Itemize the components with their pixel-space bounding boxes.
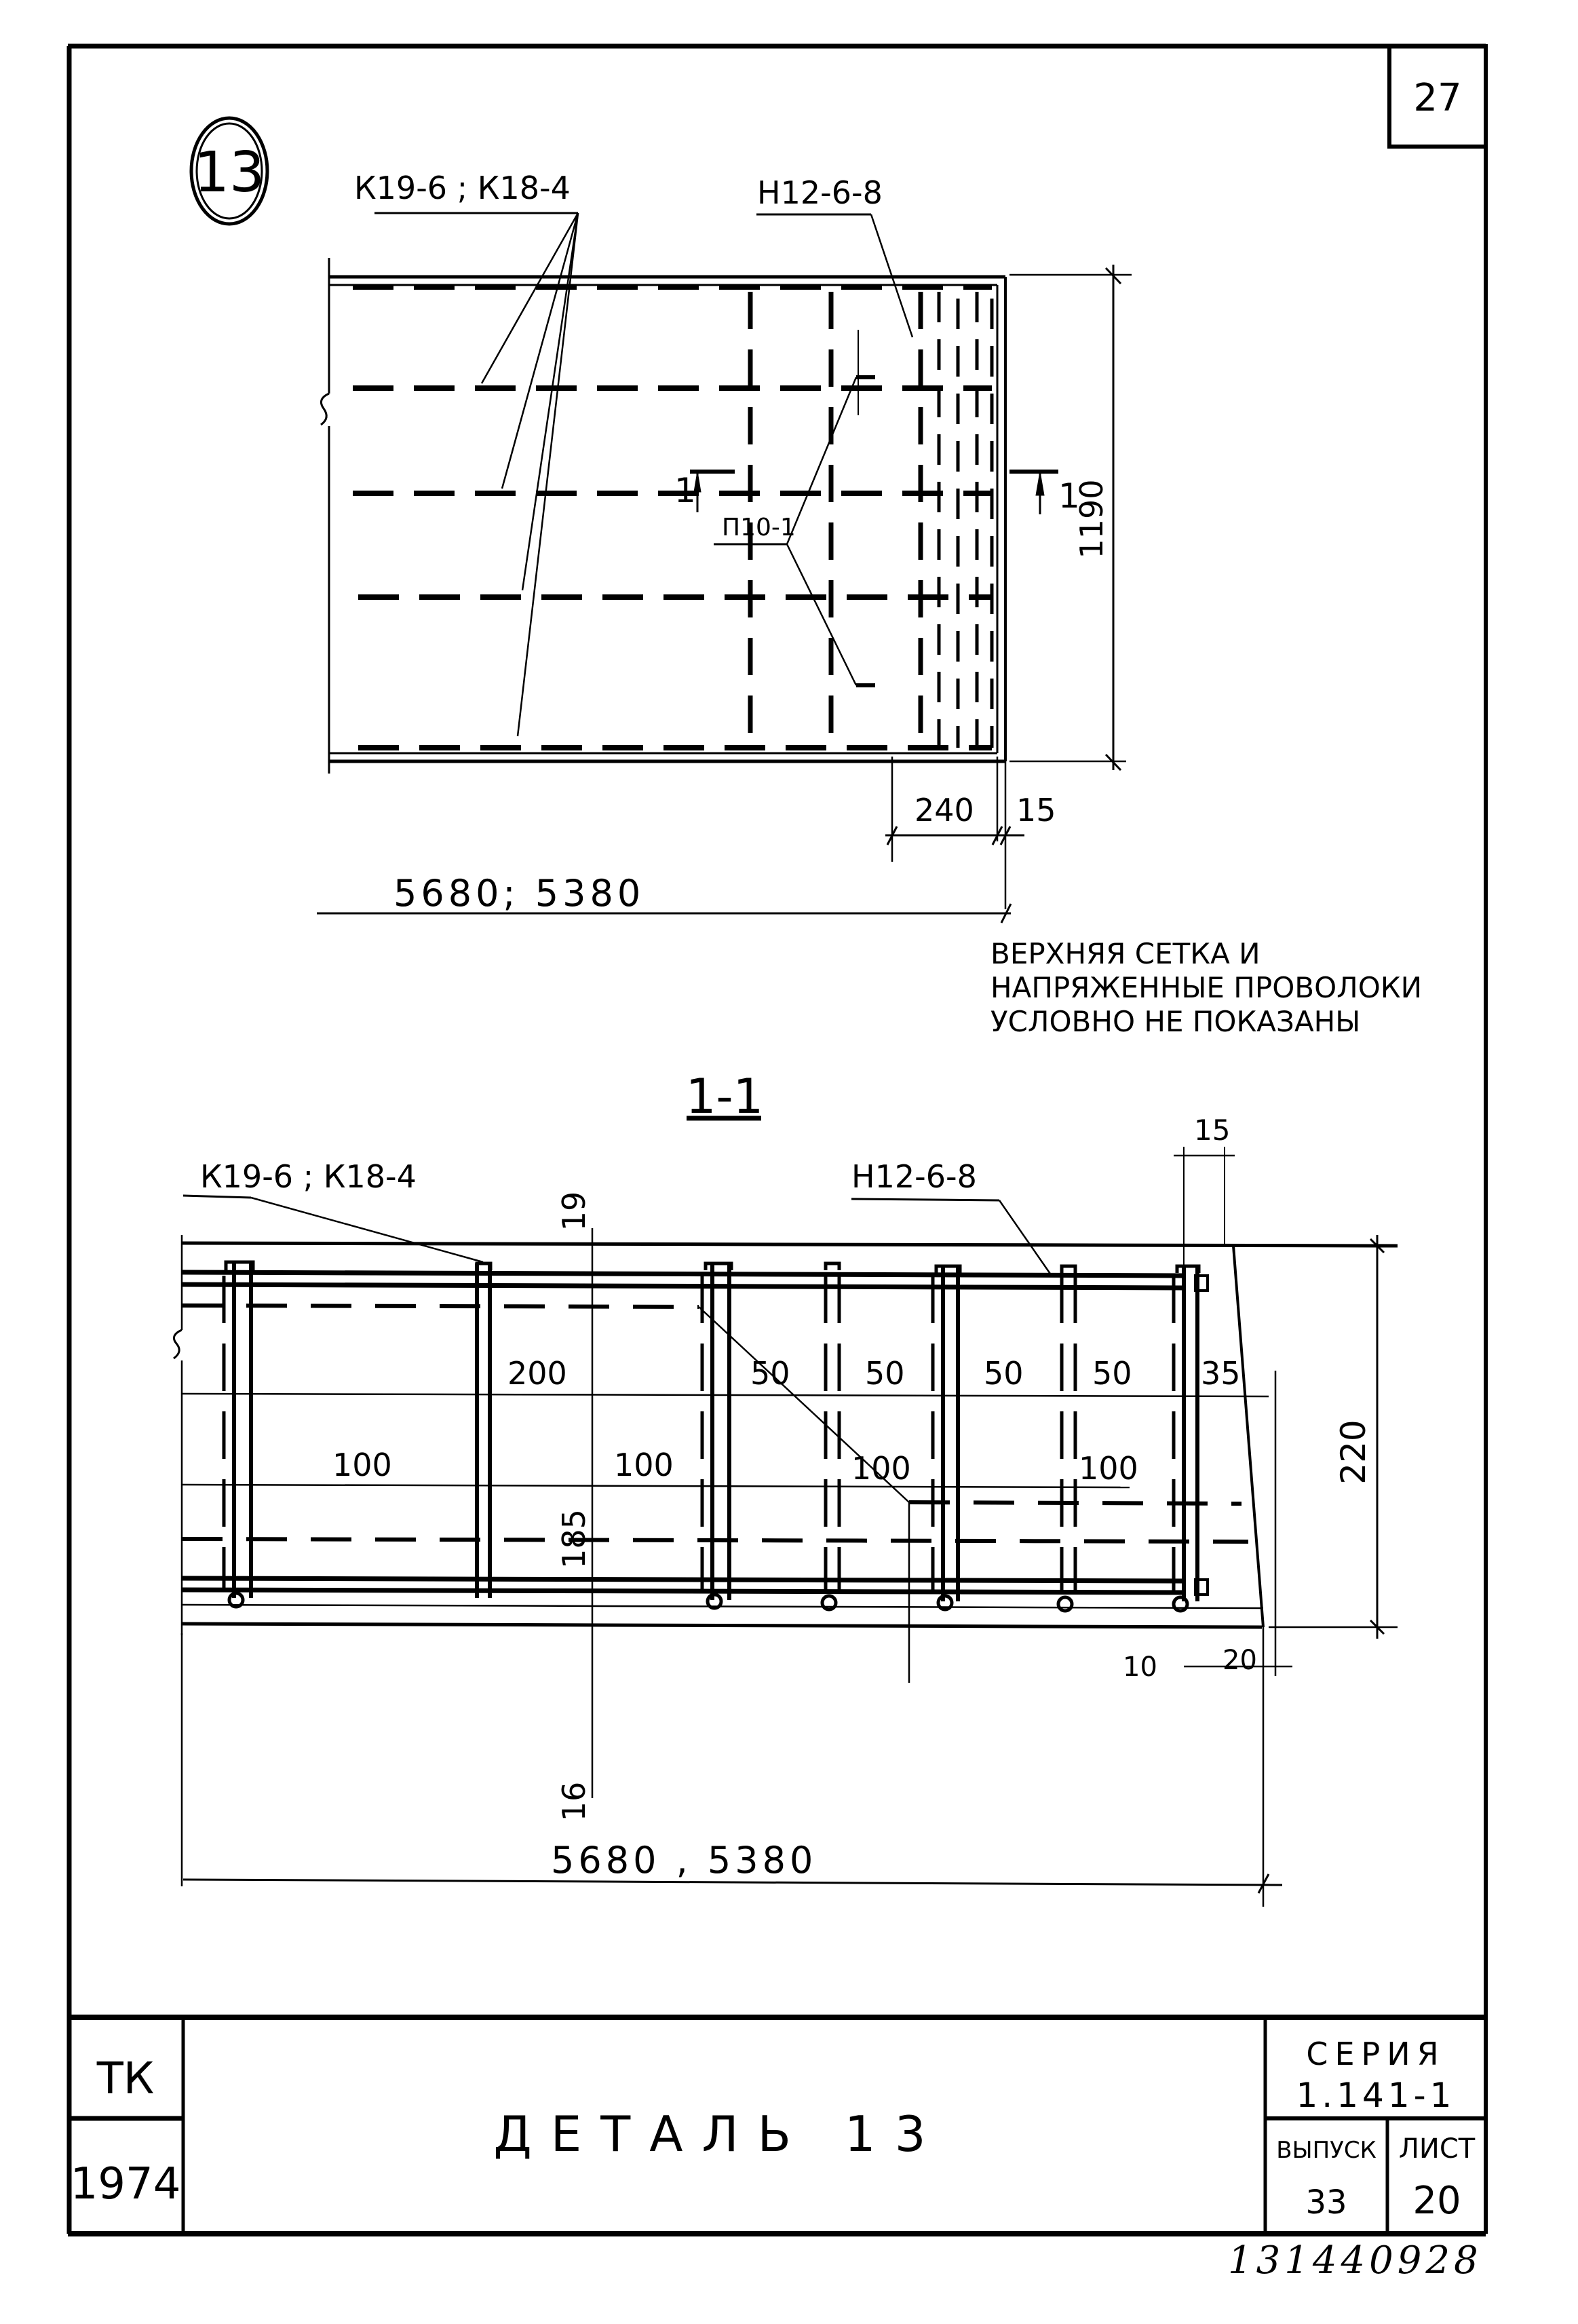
note-line-1: ВЕРХНЯЯ СЕТКА И: [990, 937, 1261, 970]
plan-label-p10: П10-1: [722, 514, 796, 541]
sheet-label: ЛИСТ: [1399, 2133, 1476, 2165]
drawing-title: ДЕТАЛЬ 13: [493, 2106, 944, 2163]
section-mark-right: 1: [1058, 476, 1080, 516]
note-line-3: УСЛОВНО НЕ ПОКАЗАНЫ: [990, 1005, 1360, 1038]
note-block: ВЕРХНЯЯ СЕТКА И НАПРЯЖЕННЫЕ ПРОВОЛОКИ УС…: [990, 937, 1422, 1038]
corner-number: 27: [1413, 76, 1461, 120]
dim-100-d: 100: [1079, 1450, 1138, 1487]
dim-100-b: 100: [614, 1447, 674, 1483]
sheet-value: 20: [1412, 2179, 1461, 2223]
dim-16: 16: [556, 1782, 592, 1822]
dim-1190: 1190: [1073, 479, 1110, 558]
issue-label: ВЫПУСК: [1276, 2137, 1377, 2164]
section-label-k19: К19-6 ; К18-4: [200, 1158, 417, 1195]
section-label-h12: Н12-6-8: [851, 1158, 977, 1195]
plan-label-k19: К19-6 ; К18-4: [354, 170, 571, 206]
dim-100-c: 100: [851, 1450, 911, 1487]
dim-50-d: 50: [1092, 1355, 1132, 1392]
dim-19: 19: [556, 1192, 592, 1232]
dim-220: 220: [1334, 1420, 1373, 1484]
note-line-2: НАПРЯЖЕННЫЕ ПРОВОЛОКИ: [990, 971, 1422, 1004]
dim-15-plan: 15: [1016, 792, 1056, 828]
dim-240: 240: [915, 792, 974, 828]
dim-20: 20: [1223, 1645, 1257, 1676]
series-value: 1.141-1: [1296, 2076, 1456, 2115]
issue-value: 33: [1305, 2184, 1347, 2222]
section-title: 1-1: [686, 1069, 763, 1124]
dim-50-c: 50: [984, 1355, 1024, 1392]
title-block: [68, 2015, 1486, 2234]
series-label: СЕРИЯ: [1306, 2036, 1445, 2072]
dim-50-b: 50: [865, 1355, 905, 1392]
dim-15-section: 15: [1194, 1113, 1230, 1147]
section-mark-left: 1: [674, 471, 696, 510]
plan-label-h12: Н12-6-8: [757, 174, 883, 211]
corner-number-box: 27: [1387, 44, 1488, 149]
dim-length-plan: 5680; 5380: [393, 872, 644, 915]
dim-185: 185: [556, 1509, 592, 1569]
dim-35: 35: [1201, 1355, 1241, 1392]
org-code: ТК: [96, 2054, 155, 2104]
dim-200: 200: [507, 1355, 567, 1392]
dim-50-a: 50: [750, 1355, 790, 1392]
section-view: [172, 1147, 1398, 1907]
dim-10: 10: [1123, 1652, 1157, 1683]
plan-view: [317, 212, 1132, 923]
detail-number: 13: [194, 140, 265, 205]
handwritten-code: 131440928: [1228, 2239, 1482, 2283]
sheet-frame: [66, 43, 1488, 2236]
dim-length-section: 5680 , 5380: [551, 1839, 817, 1882]
detail-marker: 13: [189, 116, 269, 226]
year: 1974: [71, 2159, 181, 2209]
dim-100-a: 100: [332, 1447, 392, 1483]
